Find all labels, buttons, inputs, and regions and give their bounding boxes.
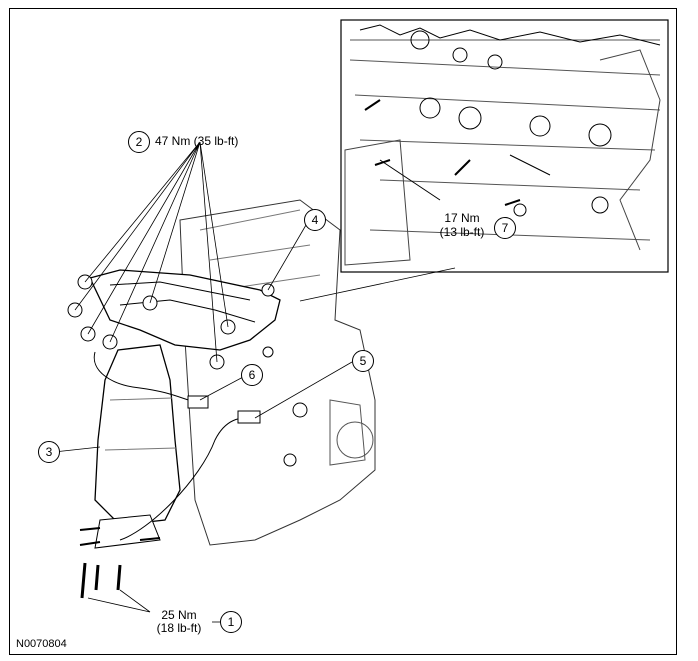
torque-label-7-nm: 17 Nm <box>444 211 480 225</box>
torque-label-1-lbft: (18 lb-ft) <box>156 621 202 635</box>
callout-6: 6 <box>241 364 263 386</box>
callout-1: 1 <box>220 611 242 633</box>
callout-4: 4 <box>304 209 326 231</box>
callout-5: 5 <box>352 350 374 372</box>
torque-label-1-nm: 25 Nm <box>161 608 197 622</box>
callout-7: 7 <box>494 217 516 239</box>
torque-label-7-lbft: (13 lb-ft) <box>439 225 485 239</box>
figure-id: N0070804 <box>16 638 67 650</box>
torque-label-2: 47 Nm (35 lb-ft) <box>155 134 239 148</box>
callout-3: 3 <box>38 441 60 463</box>
callout-2: 2 <box>128 131 150 153</box>
